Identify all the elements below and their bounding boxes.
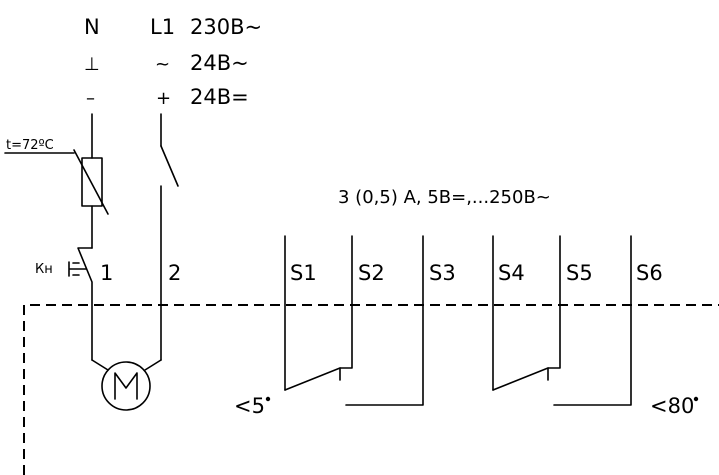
position-low-label: <5 (234, 394, 265, 418)
pushbutton-contact (77, 247, 93, 361)
position-low-degree-mark (265, 396, 271, 402)
switch-label-s4: S4 (498, 261, 525, 285)
switch-2-blade (492, 367, 549, 391)
thermostat-slash (73, 149, 109, 215)
label-minus-symbol: – (86, 88, 95, 109)
motor-circle (101, 361, 151, 411)
label-ground-symbol: ⊥ (84, 54, 100, 75)
s3-wire (345, 235, 424, 406)
motor-wire-right (144, 359, 162, 371)
switch-label-s3: S3 (429, 261, 456, 285)
label-24v-dc: 24В= (190, 85, 249, 109)
label-230v-ac: 230В~ (190, 15, 262, 39)
switch-label-s5: S5 (566, 261, 593, 285)
switch-label-s2: S2 (358, 261, 385, 285)
position-high-label: <80 (650, 394, 694, 418)
pushbutton-label: Кн (35, 262, 53, 277)
label-neutral: N (84, 15, 100, 39)
thermostat-body (81, 157, 103, 207)
label-24v-ac: 24В~ (190, 51, 249, 75)
s6-wire (553, 235, 632, 406)
motor-m-glyph (114, 372, 138, 400)
terminal-1-label: 1 (100, 261, 113, 285)
label-ac-symbol: ~ (155, 54, 170, 75)
s5-wire (547, 235, 561, 369)
s2-wire (339, 235, 353, 369)
line-switch-blade (160, 145, 179, 187)
switch-1-blade (284, 367, 341, 391)
thermostat-label: t=72ºC (6, 138, 54, 153)
pushbutton-actuator (68, 261, 87, 277)
label-line: L1 (150, 15, 175, 39)
motor-wire-left (91, 359, 109, 371)
contacts-rating-label: 3 (0,5) A, 5В=,...250В~ (338, 187, 551, 208)
housing-boundary (23, 304, 719, 475)
switch-label-s6: S6 (636, 261, 663, 285)
label-plus-symbol: + (156, 88, 171, 109)
terminal-2-label: 2 (168, 261, 181, 285)
position-high-degree-mark (693, 396, 699, 402)
switch-label-s1: S1 (290, 261, 317, 285)
